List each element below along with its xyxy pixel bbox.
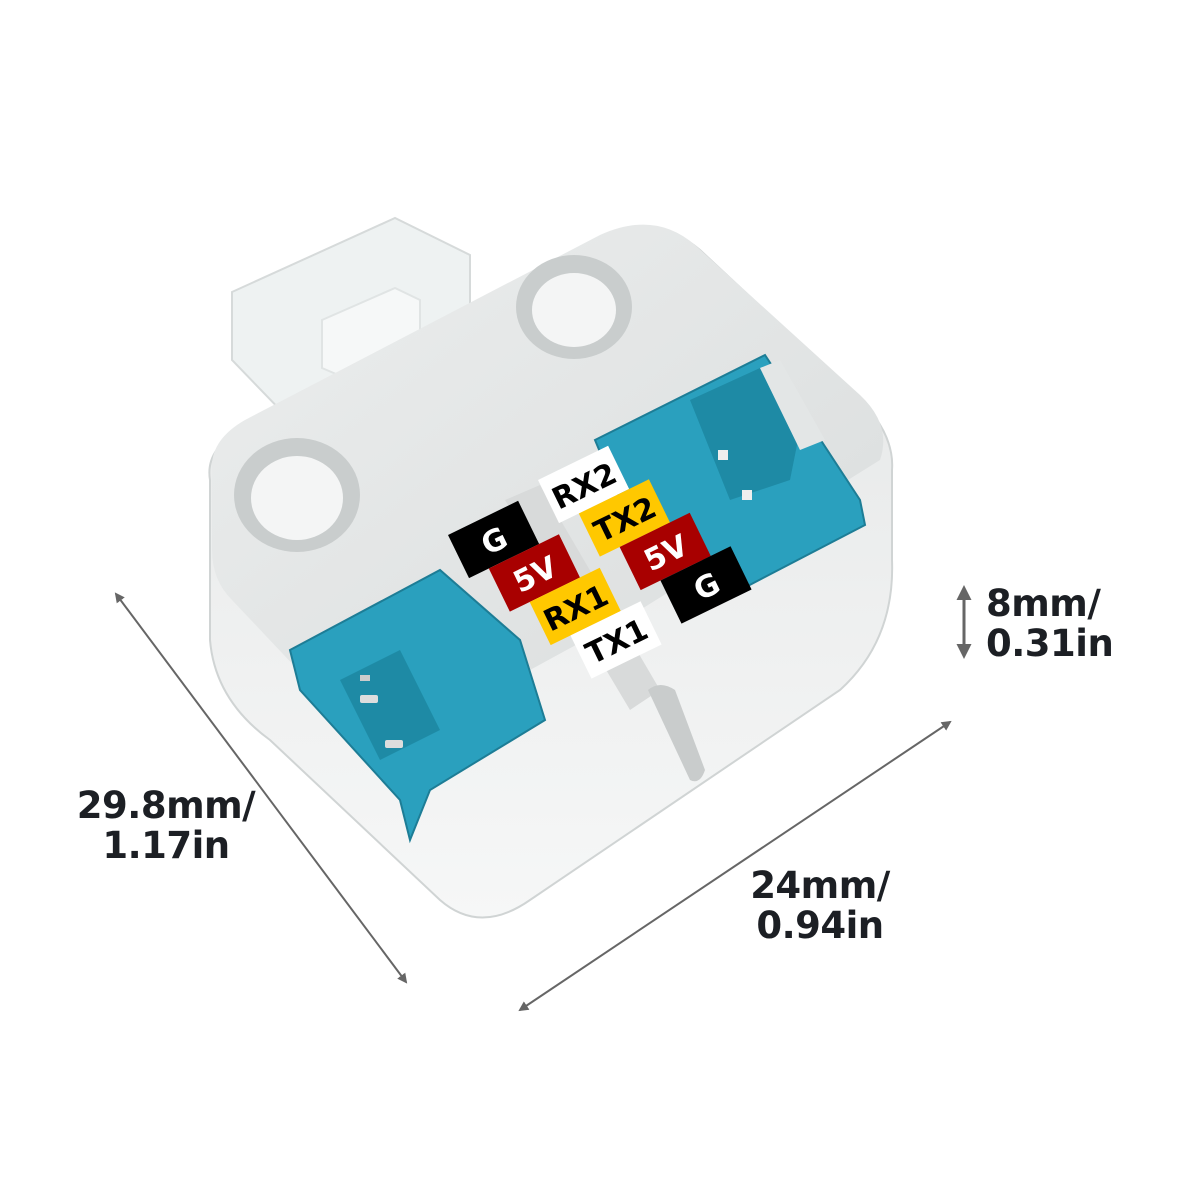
length-in: 1.17in xyxy=(102,824,230,867)
height-mm: 8mm/ xyxy=(986,582,1101,625)
length-arrow-icon xyxy=(114,592,408,984)
pin-labels-left: G 5V RX1 TX1 xyxy=(448,500,662,679)
width-arrow-icon xyxy=(518,720,952,1012)
width-in: 0.94in xyxy=(756,904,884,947)
width-mm: 24mm/ xyxy=(750,864,890,907)
length-mm: 29.8mm/ xyxy=(76,784,256,827)
length-dimension-label: 29.8mm/ 1.17in xyxy=(76,786,256,866)
pin-labels-right: RX2 TX2 5V G xyxy=(538,445,752,624)
grove-connector-right xyxy=(593,353,867,592)
width-dimension-label: 24mm/ 0.94in xyxy=(740,866,900,946)
height-in: 0.31in xyxy=(986,622,1114,665)
height-dimension-label: 8mm/ 0.31in xyxy=(986,582,1114,665)
